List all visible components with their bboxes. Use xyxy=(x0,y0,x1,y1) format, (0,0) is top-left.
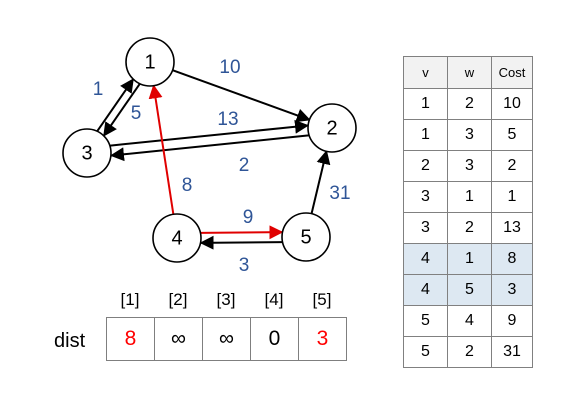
node-3: 3 xyxy=(62,128,112,178)
cell-w: 3 xyxy=(447,150,492,182)
weights-layer: 10 5 1 13 2 8 3 9 31 xyxy=(93,57,351,276)
node-5: 5 xyxy=(281,212,331,262)
dist-index-row: [1] [2] [3] [4] [5] xyxy=(106,290,346,312)
edge-weight-label: 1 xyxy=(93,79,104,100)
dist-cell: 8 xyxy=(107,317,155,361)
node-label: 4 xyxy=(171,227,182,249)
table-row: 1 3 5 xyxy=(403,119,533,151)
edge-weight-label: 2 xyxy=(239,155,250,176)
table-row: 3 2 13 xyxy=(403,212,533,244)
node-circle xyxy=(62,128,112,178)
edge-cost-table: v w Cost 1 2 10 1 3 5 2 3 2 3 1 1 3 2 13 xyxy=(403,56,533,368)
table-header-row: v w Cost xyxy=(403,56,533,89)
node-circle xyxy=(152,213,202,263)
edge-5-to-2 xyxy=(310,149,331,214)
edge-2-to-3 xyxy=(109,134,309,162)
cell-v: 4 xyxy=(403,243,448,275)
column-header-w: w xyxy=(447,56,492,89)
cell-w: 3 xyxy=(447,119,492,151)
cell-cost: 3 xyxy=(491,274,533,306)
node-circle xyxy=(281,212,331,262)
node-label: 3 xyxy=(81,142,92,164)
dist-index: [3] xyxy=(216,290,236,309)
graph-diagram: 10 5 1 13 2 8 3 9 31 1 2 3 4 5 xyxy=(62,37,357,276)
node-circle xyxy=(307,103,357,153)
edge-weight-label: 5 xyxy=(131,103,142,124)
dist-index: [5] xyxy=(312,290,332,309)
table-row-highlighted: 4 1 8 xyxy=(403,243,533,275)
edge-weight-label: 31 xyxy=(329,183,350,204)
table-row: 5 4 9 xyxy=(403,305,533,337)
cell-v: 4 xyxy=(403,274,448,306)
edge-1-to-2 xyxy=(172,69,311,123)
cell-cost: 8 xyxy=(491,243,533,275)
cell-cost: 31 xyxy=(491,336,533,368)
node-label: 5 xyxy=(300,226,311,248)
cell-w: 1 xyxy=(447,181,492,213)
cell-v: 5 xyxy=(403,305,448,337)
dist-cell: 0 xyxy=(251,317,299,361)
table-row: 2 3 2 xyxy=(403,150,533,182)
dist-cells: 8 ∞ ∞ 0 3 xyxy=(106,317,347,361)
column-header-cost: Cost xyxy=(491,56,533,89)
node-4: 4 xyxy=(152,213,202,263)
node-label: 1 xyxy=(144,51,155,73)
column-header-v: v xyxy=(403,56,448,89)
cell-cost: 1 xyxy=(491,181,533,213)
cell-w: 2 xyxy=(447,336,492,368)
cell-w: 1 xyxy=(447,243,492,275)
node-2: 2 xyxy=(307,103,357,153)
edge-4-to-1 xyxy=(148,84,175,215)
edges-layer xyxy=(96,69,331,250)
node-1: 1 xyxy=(125,37,175,87)
table-row: 5 2 31 xyxy=(403,336,533,368)
dist-index: [2] xyxy=(168,290,188,309)
table-row: 3 1 1 xyxy=(403,181,533,213)
edge-3-to-2 xyxy=(110,119,310,147)
table-row: 1 2 10 xyxy=(403,88,533,120)
edge-weight-label: 13 xyxy=(217,109,238,130)
cell-cost: 9 xyxy=(491,305,533,337)
cell-v: 2 xyxy=(403,150,448,182)
table-row-highlighted: 4 5 3 xyxy=(403,274,533,306)
edge-3-to-1 xyxy=(96,78,134,132)
cell-v: 3 xyxy=(403,181,448,213)
dist-cell: 3 xyxy=(299,317,347,361)
edge-weight-label: 10 xyxy=(219,57,240,78)
cell-cost: 13 xyxy=(491,212,533,244)
dist-cell: ∞ xyxy=(155,317,203,361)
cell-w: 5 xyxy=(447,274,492,306)
dist-label: dist xyxy=(54,330,86,352)
dist-cell: ∞ xyxy=(203,317,251,361)
cell-v: 1 xyxy=(403,88,448,120)
dist-index: [1] xyxy=(120,290,140,309)
edge-weight-label: 8 xyxy=(182,175,193,196)
node-circle xyxy=(125,37,175,87)
edge-5-to-4 xyxy=(199,235,283,250)
cell-w: 4 xyxy=(447,305,492,337)
node-label: 2 xyxy=(326,117,337,139)
edge-weight-label: 3 xyxy=(239,255,250,276)
cell-cost: 5 xyxy=(491,119,533,151)
edge-4-to-5 xyxy=(200,225,284,240)
cell-v: 5 xyxy=(403,336,448,368)
cell-w: 2 xyxy=(447,88,492,120)
cell-w: 2 xyxy=(447,212,492,244)
edge-weight-label: 9 xyxy=(243,207,254,228)
cell-cost: 2 xyxy=(491,150,533,182)
dist-index: [4] xyxy=(264,290,284,309)
cell-cost: 10 xyxy=(491,88,533,120)
cell-v: 3 xyxy=(403,212,448,244)
cell-v: 1 xyxy=(403,119,448,151)
nodes-layer: 1 2 3 4 5 xyxy=(62,37,357,263)
